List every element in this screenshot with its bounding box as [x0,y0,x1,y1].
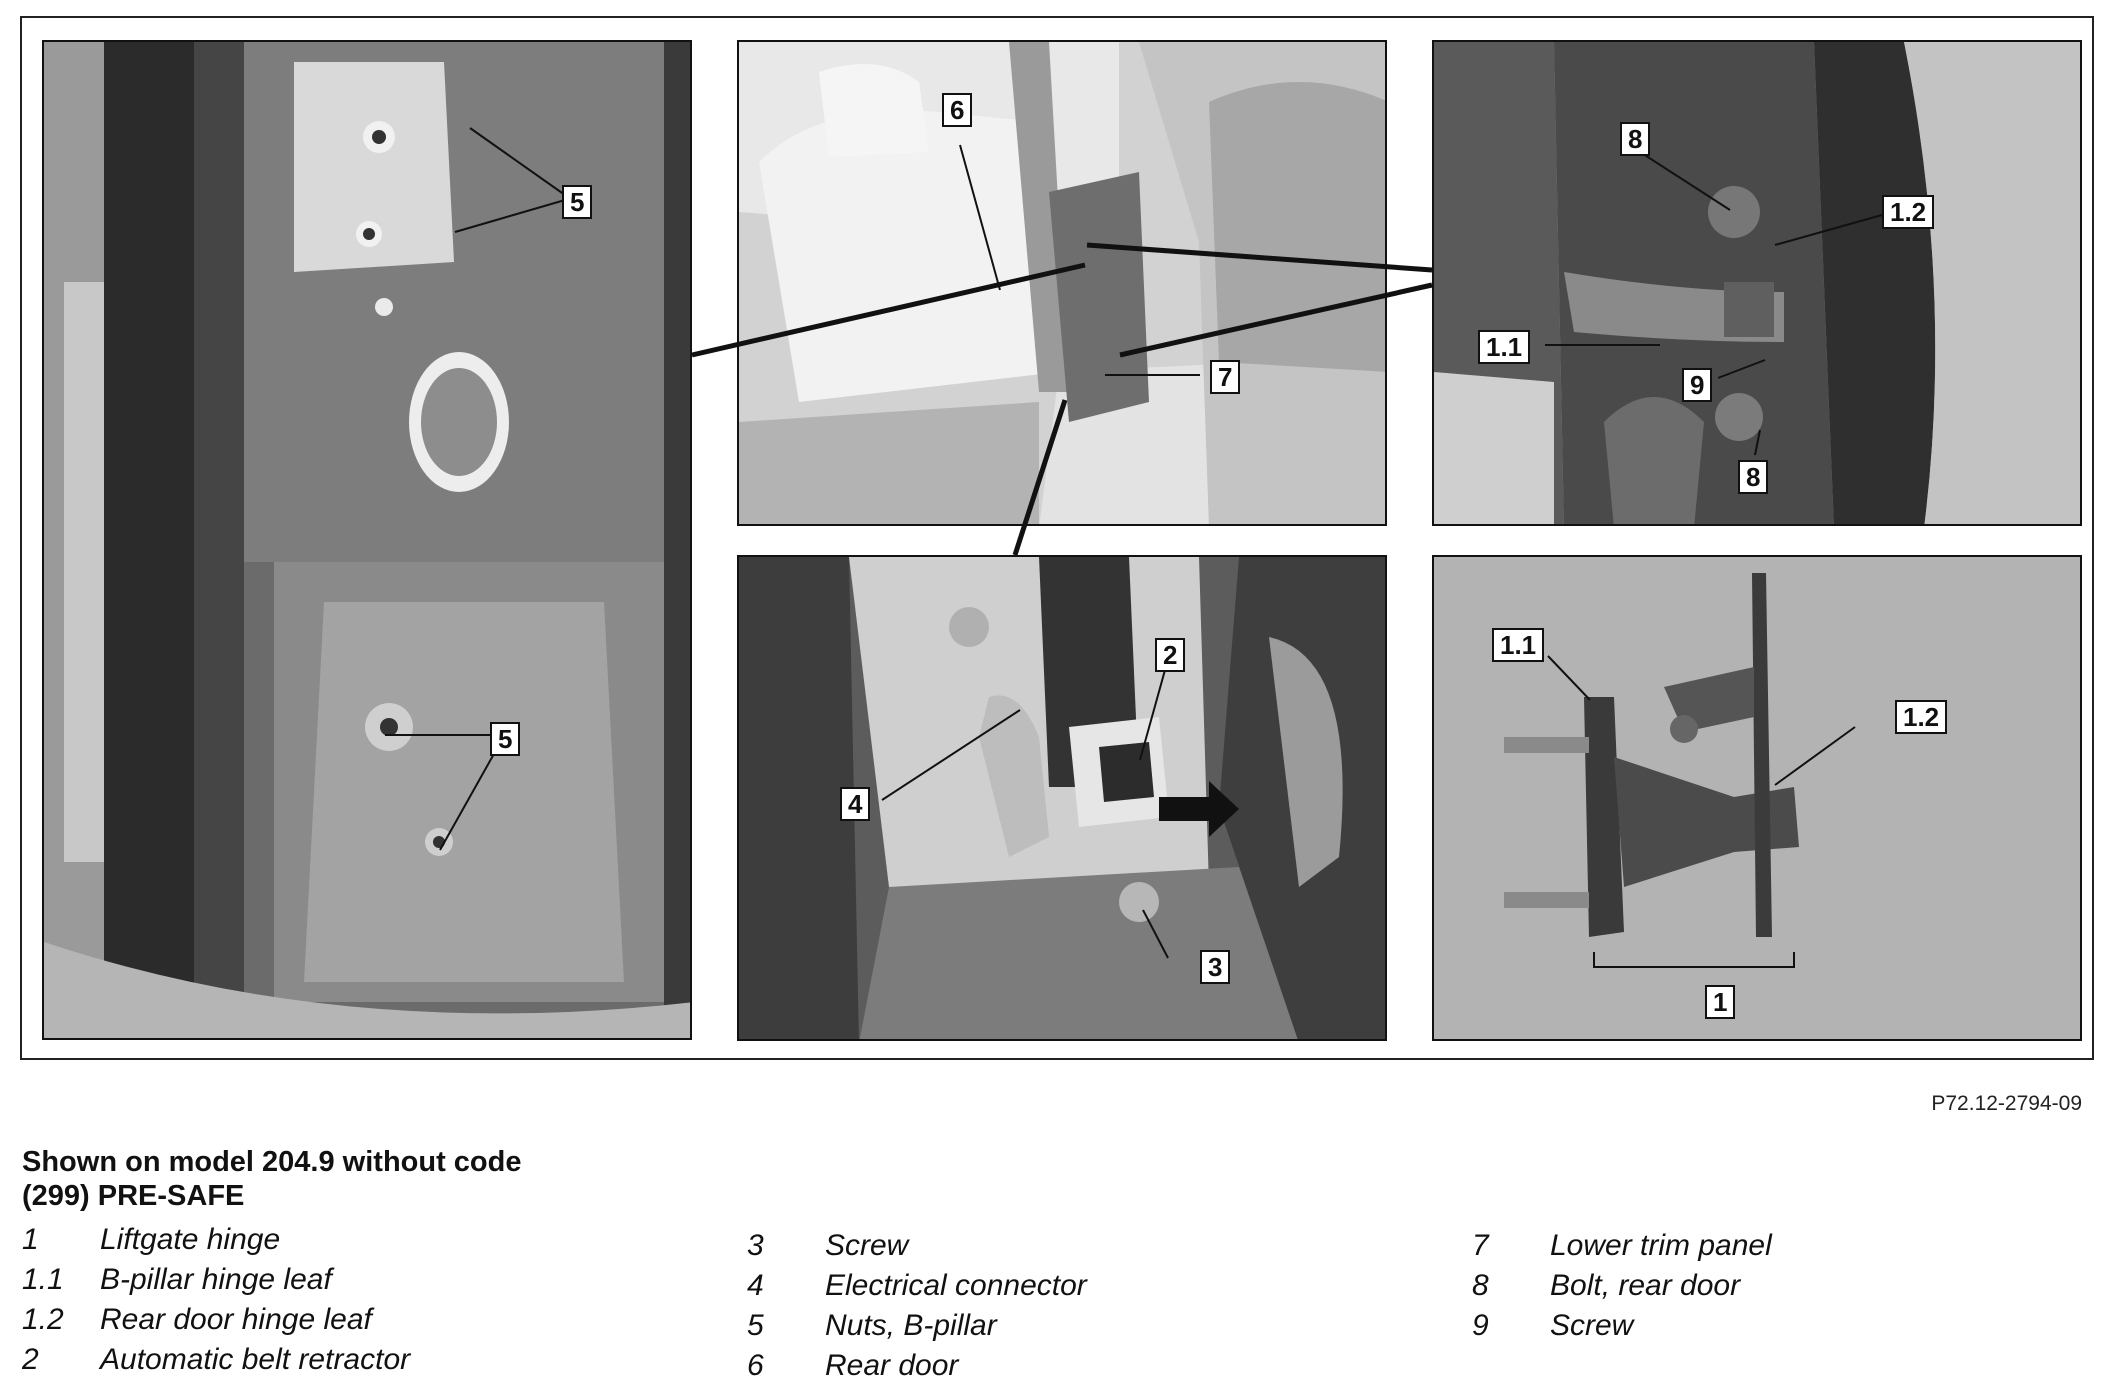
legend-item: 7 Lower trim panel [1472,1226,1772,1266]
caption-line-1: Shown on model 204.9 without code [22,1146,522,1178]
legend-label: Screw [1550,1309,1634,1342]
legend-item: 9 Screw [1472,1306,1772,1346]
callout-5-top: 5 [562,185,593,219]
legend-label: Rear door hinge leaf [100,1303,372,1336]
legend-number: 3 [747,1229,764,1262]
legend-label: Lower trim panel [1550,1229,1772,1262]
legend-number: 2 [22,1343,39,1376]
legend-number: 9 [1472,1309,1489,1342]
figure-caption: Shown on model 204.9 without code (299) … [22,1145,662,1213]
figure-id: P72.12-2794-09 [1931,1092,2082,1115]
legend-column-2: 3 Screw 4 Electrical connector 5 Nuts, B… [747,1226,1087,1386]
photo-rear-seat-b-pillar [737,40,1387,526]
legend-item: 3 Screw [747,1226,1087,1266]
legend-label: Rear door [825,1349,959,1382]
legend-label: Bolt, rear door [1550,1269,1741,1302]
legend-number: 7 [1472,1229,1489,1262]
illustration-hinge-parts [1432,555,2082,1041]
legend-item: 8 Bolt, rear door [1472,1266,1772,1306]
photo-hinge-installed [1432,40,2082,526]
legend-item: 1 Liftgate hinge [22,1220,410,1260]
callout-1-2-top: 1.2 [1882,195,1935,229]
legend-item: 6 Rear door [747,1346,1087,1386]
callout-1-2-bottom: 1.2 [1895,700,1948,734]
legend-number: 1.1 [22,1263,64,1296]
legend-label: Nuts, B-pillar [825,1309,997,1342]
legend-label: Liftgate hinge [100,1223,281,1256]
legend-column-3: 7 Lower trim panel 8 Bolt, rear door 9 S… [1472,1226,1772,1346]
photo-belt-retractor [737,555,1387,1041]
legend-item: 5 Nuts, B-pillar [747,1306,1087,1346]
callout-8-bottom: 8 [1738,460,1769,494]
legend-column-1: 1 Liftgate hinge 1.1 B-pillar hinge leaf… [22,1220,410,1380]
legend-item: 2 Automatic belt retractor [22,1340,410,1380]
callout-8-top: 8 [1620,122,1651,156]
legend-label: Electrical connector [825,1269,1087,1302]
legend-item: 1.1 B-pillar hinge leaf [22,1260,410,1300]
legend-number: 1 [22,1223,39,1256]
legend-item: 4 Electrical connector [747,1266,1087,1306]
legend-label: B-pillar hinge leaf [100,1263,332,1296]
legend-number: 1.2 [22,1303,64,1336]
callout-6: 6 [942,93,973,127]
legend-number: 8 [1472,1269,1489,1302]
legend-number: 4 [747,1269,764,1302]
legend-label: Screw [825,1229,909,1262]
photo-b-pillar-nuts [42,40,692,1040]
callout-1: 1 [1705,985,1736,1019]
callout-1-1-top: 1.1 [1478,330,1531,364]
callout-7: 7 [1210,360,1241,394]
callout-3: 3 [1200,950,1231,984]
callout-9: 9 [1682,368,1713,402]
callout-1-1-bottom: 1.1 [1492,628,1545,662]
legend-label: Automatic belt retractor [100,1343,411,1376]
caption-line-2: (299) PRE-SAFE [22,1180,245,1212]
callout-5-bottom: 5 [490,722,521,756]
callout-2: 2 [1155,638,1186,672]
callout-4: 4 [840,787,871,821]
legend-number: 6 [747,1349,764,1382]
legend-number: 5 [747,1309,764,1342]
legend-item: 1.2 Rear door hinge leaf [22,1300,410,1340]
